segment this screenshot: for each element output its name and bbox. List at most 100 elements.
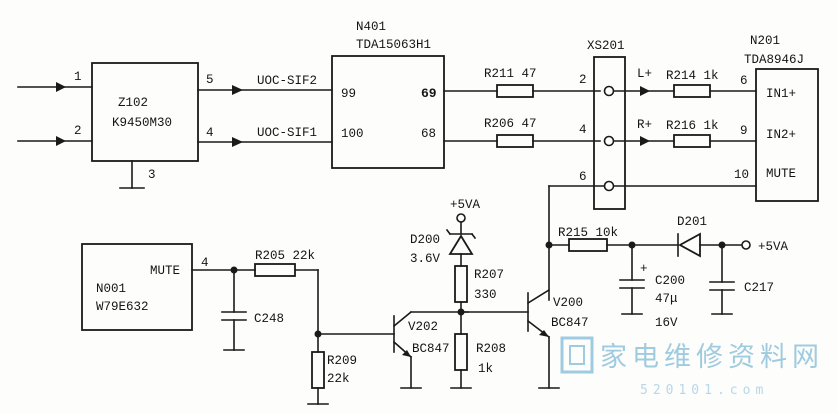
sif2-label: UOC-SIF2 — [257, 74, 317, 88]
r209-value: 22k — [327, 372, 350, 386]
n401-pin69: 69 — [421, 86, 437, 101]
c217-ref: C217 — [744, 281, 774, 295]
d200-value: 3.6V — [410, 252, 441, 266]
r206-body — [496, 134, 534, 148]
terminal-5va-left — [456, 213, 466, 223]
n201-block — [755, 68, 819, 202]
v200-emitter-arrow — [539, 330, 549, 337]
z102-part: K9450M30 — [112, 116, 172, 130]
r209-ref: R209 — [327, 354, 357, 368]
v202-ref: V202 — [408, 320, 438, 334]
c200-cap: 47μ — [655, 292, 678, 306]
n401-block — [331, 55, 445, 169]
n201-ref: N201 — [750, 34, 780, 48]
watermark: 家电维修资料网 520101.com — [560, 336, 824, 398]
watermark-logo-icon — [560, 336, 594, 374]
n201-pin10: 10 — [734, 168, 749, 182]
n201-in1: IN1+ — [766, 87, 796, 101]
d200-zener-tick-b — [470, 232, 477, 240]
r216-body — [673, 134, 711, 148]
pin-label-2: 2 — [74, 124, 82, 138]
r205-body — [254, 263, 296, 277]
r208-ref: R208 — [476, 342, 506, 356]
c248-ref: C248 — [254, 312, 284, 326]
pin-label-1: 1 — [74, 70, 82, 84]
input-arrow-2 — [56, 136, 66, 146]
xs201-ref: XS201 — [587, 39, 625, 53]
xs201-contact-2 — [603, 85, 615, 97]
r207-value: 330 — [474, 288, 497, 302]
z102-pin4: 4 — [206, 126, 214, 140]
v202-type: BC847 — [412, 342, 450, 356]
xs201-contact-4 — [603, 135, 615, 147]
right-arrow — [640, 136, 650, 146]
xs201-contact-6 — [603, 180, 615, 192]
sif1-label: UOC-SIF1 — [257, 126, 317, 140]
n001-pin4: 4 — [201, 256, 209, 270]
c200-polarity: + — [640, 262, 648, 276]
r215-label: R215 10k — [558, 226, 618, 240]
n401-pin100: 100 — [341, 127, 364, 141]
r211-label: R211 47 — [484, 67, 537, 81]
n001-mute: MUTE — [150, 264, 180, 278]
left-label: L+ — [637, 67, 652, 81]
n001-block — [81, 243, 193, 331]
z102-pin5: 5 — [206, 73, 214, 87]
d200-triangle — [448, 234, 474, 255]
n401-part: TDA15063H1 — [356, 38, 431, 52]
sif1-arrow — [232, 137, 243, 147]
r207-body — [454, 265, 468, 303]
n201-mute: MUTE — [766, 167, 796, 181]
d201-ref: D201 — [677, 215, 707, 229]
supply-5va-right: +5VA — [758, 240, 789, 254]
n201-in2: IN2+ — [766, 128, 796, 142]
xs201-pin4: 4 — [579, 123, 587, 137]
v200-type: BC847 — [551, 316, 589, 330]
v200-ref: V200 — [553, 296, 583, 310]
right-label: R+ — [637, 118, 652, 132]
sif2-arrow — [232, 85, 243, 95]
r215-body — [568, 238, 608, 252]
r214-label: R214 1k — [666, 69, 719, 83]
n401-ref: N401 — [356, 20, 386, 34]
z102-pin3: 3 — [148, 168, 156, 182]
supply-5va-left: +5VA — [450, 198, 481, 212]
v200-collector-lead — [526, 288, 551, 305]
r209-body — [311, 351, 325, 389]
watermark-url: 520101.com — [640, 383, 768, 398]
v202-emitter-arrow — [402, 350, 411, 357]
xs201-pin2: 2 — [579, 73, 587, 87]
n201-pin9: 9 — [740, 124, 748, 138]
terminal-5va-right — [741, 240, 751, 250]
z102-ref: Z102 — [118, 96, 148, 110]
input-arrow-1 — [56, 82, 66, 92]
d200-ref: D200 — [410, 233, 440, 247]
n001-part: W79E632 — [96, 300, 149, 314]
c200-voltage: 16V — [655, 316, 678, 330]
r208-body — [454, 333, 468, 371]
d201-triangle — [678, 232, 701, 258]
n001-ref: N001 — [96, 282, 126, 296]
n401-pin68: 68 — [421, 127, 436, 141]
n201-pin6: 6 — [740, 74, 748, 88]
xs201-block — [593, 56, 626, 210]
left-arrow — [640, 86, 650, 96]
n201-part: TDA8946J — [744, 53, 804, 67]
r216-label: R216 1k — [666, 119, 719, 133]
z102-block — [91, 62, 199, 162]
r207-ref: R207 — [474, 268, 504, 282]
r205-label: R205 22k — [255, 249, 315, 263]
n401-pin99: 99 — [341, 87, 356, 101]
v202-collector-lead — [392, 310, 413, 328]
r208-value: 1k — [478, 362, 493, 376]
watermark-text: 家电维修资料网 — [600, 342, 824, 373]
r211-body — [496, 84, 534, 98]
watermark-logo-inner — [569, 345, 585, 365]
xs201-pin6: 6 — [579, 170, 587, 184]
c200-ref: C200 — [655, 274, 685, 288]
r214-body — [673, 84, 711, 98]
r206-label: R206 47 — [484, 117, 537, 131]
d200-zener-tick-a — [445, 228, 452, 236]
